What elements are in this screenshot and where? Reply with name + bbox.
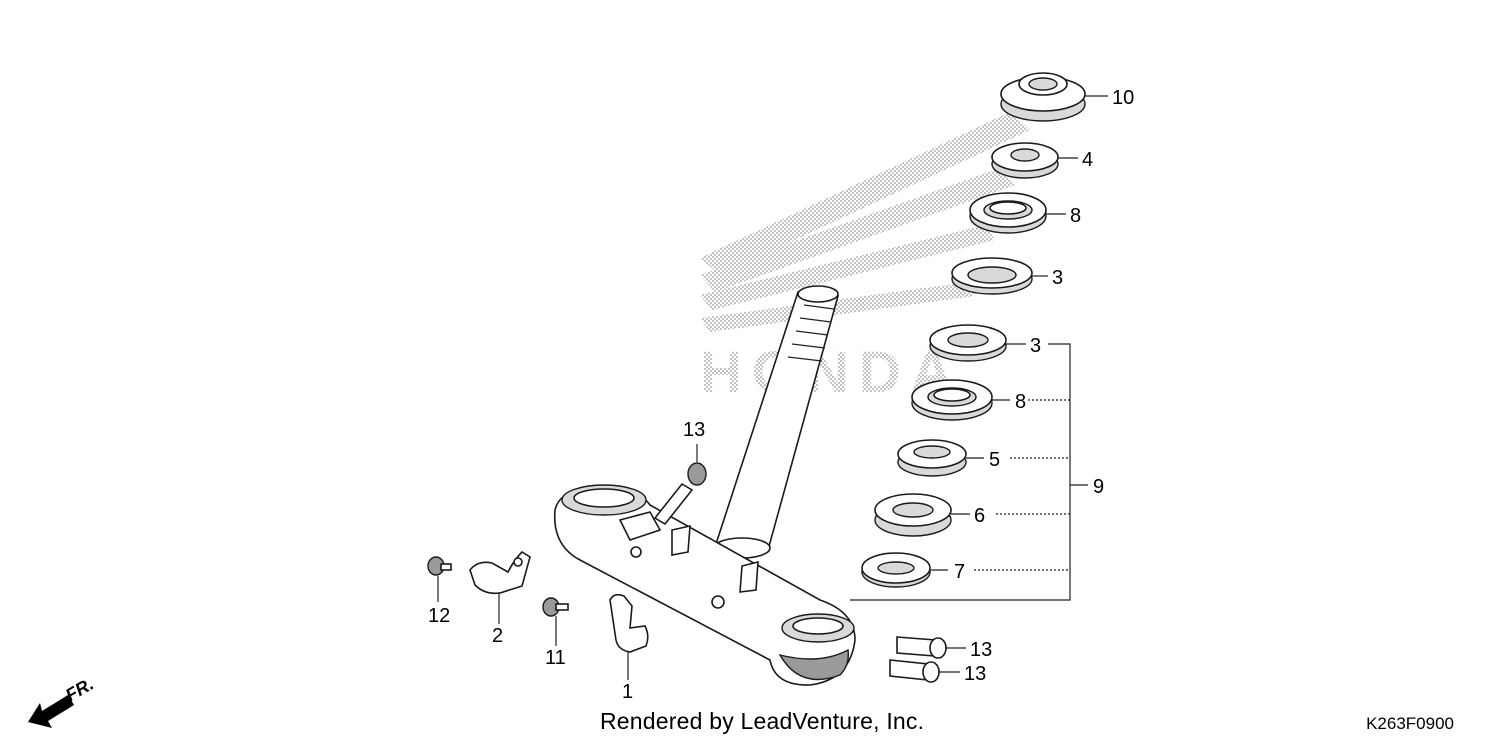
- callout-8-upper: 8: [1070, 205, 1081, 227]
- race-3-lower: [929, 324, 1007, 362]
- ball-bearing-8-upper: [969, 192, 1047, 234]
- callout-13-upper: 13: [683, 419, 705, 441]
- honda-watermark-text: HONDA: [700, 340, 963, 405]
- dust-seal-6: [874, 493, 952, 537]
- seal-5: [897, 439, 967, 477]
- callout-10: 10: [1112, 87, 1134, 109]
- callout-11: 11: [545, 647, 566, 669]
- callout-12: 12: [428, 605, 450, 627]
- render-credit: Rendered by LeadVenture, Inc.: [600, 708, 925, 734]
- bolt-13-lower-b: [889, 659, 940, 683]
- callout-1: 1: [622, 681, 633, 703]
- callout-9: 9: [1093, 476, 1104, 498]
- callout-13-lower-a: 13: [970, 639, 992, 661]
- bottom-bridge: [553, 484, 856, 686]
- bolt-11: [542, 597, 569, 617]
- callout-2: 2: [492, 625, 503, 647]
- diagram-code: K263F0900: [1366, 714, 1454, 733]
- bolt-13-upper: [653, 462, 707, 526]
- washer-7: [861, 552, 931, 588]
- leader-lines: [437, 95, 1108, 680]
- bolt-12: [427, 556, 452, 576]
- ball-bearing-8-lower: [911, 379, 993, 421]
- steering-nut-10: [1000, 72, 1086, 122]
- callout-labels: 10 4 8 3 3 8 5 6 7 9 13 13 13 12 2 11 1: [428, 87, 1134, 703]
- callout-13-lower-b: 13: [964, 663, 986, 685]
- race-3-upper: [951, 257, 1033, 295]
- callout-3-lower: 3: [1030, 335, 1041, 357]
- front-direction-arrow: FR.: [28, 674, 97, 728]
- bracket-1: [609, 593, 649, 653]
- callout-4: 4: [1082, 149, 1093, 171]
- callout-8-lower: 8: [1015, 391, 1026, 413]
- callout-5: 5: [989, 449, 1000, 471]
- honda-watermark: HONDA: [700, 112, 1030, 405]
- callout-3-upper: 3: [1052, 267, 1063, 289]
- dust-seal-4: [991, 142, 1059, 179]
- callout-6: 6: [974, 505, 985, 527]
- clamp-2: [469, 550, 531, 595]
- bolt-13-lower-a: [896, 636, 947, 659]
- callout-7: 7: [954, 561, 965, 583]
